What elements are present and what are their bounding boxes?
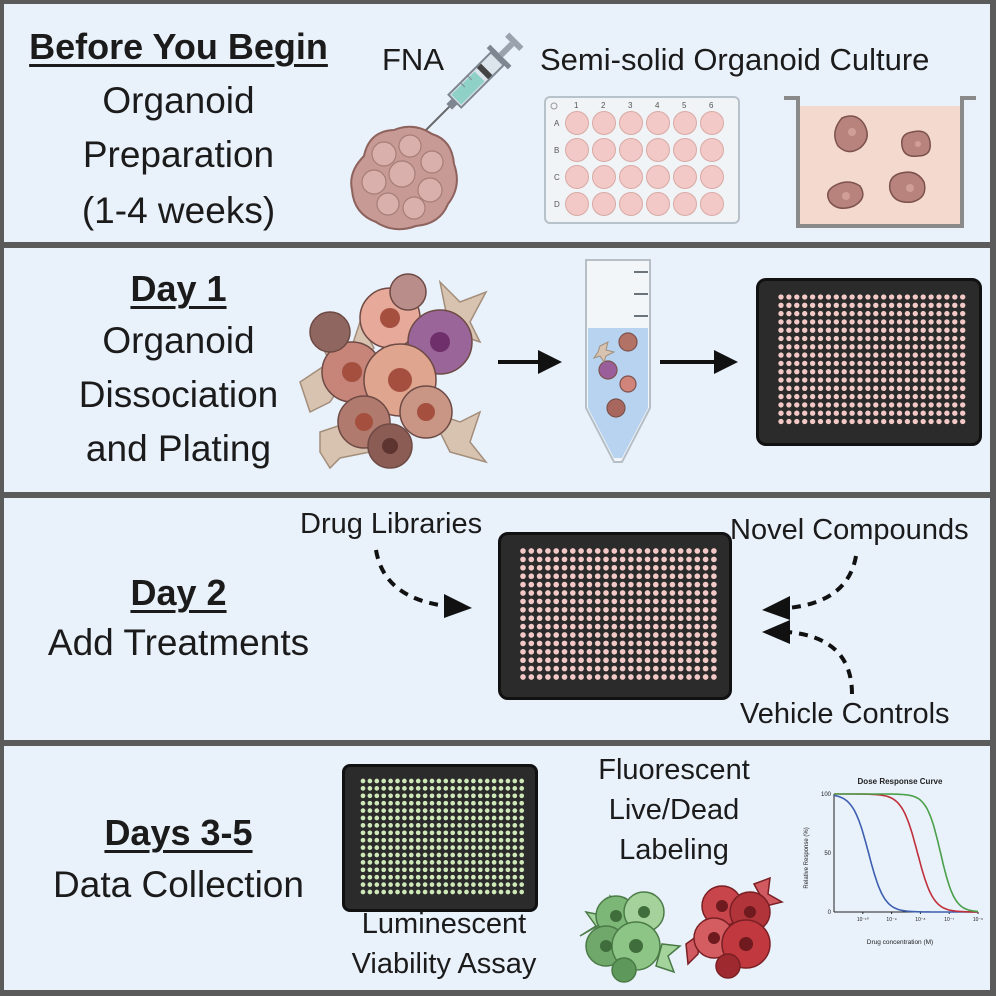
- 384-well-plate-green: [342, 764, 538, 912]
- well: [673, 138, 697, 162]
- well: [673, 192, 697, 216]
- x-tick-label: 10⁻¹⁰: [857, 917, 869, 923]
- luminescent-label-2: Viability Assay: [351, 948, 537, 980]
- well: [592, 138, 616, 162]
- well: [619, 138, 643, 162]
- vehicle-controls-label: Vehicle Controls: [740, 698, 950, 730]
- x-axis-label: Drug concentration (M): [867, 939, 933, 946]
- well: [565, 192, 589, 216]
- organoid-icon: [350, 125, 458, 231]
- plate-col-label: 4: [655, 101, 660, 110]
- plate-row-label: D: [554, 200, 560, 209]
- panel-before-you-begin: Before You Begin Organoid Preparation (1…: [4, 4, 990, 242]
- series-line-1: [833, 794, 978, 913]
- fluorescent-label-1: Fluorescent: [598, 754, 750, 786]
- conical-tube-icon: [585, 259, 651, 463]
- fna-label: FNA: [382, 42, 444, 77]
- y-axis-label: Relative Response (%): [804, 827, 810, 888]
- plate-col-label: 6: [709, 101, 714, 110]
- syringe-icon: [422, 32, 524, 134]
- panel-line-2: Preparation: [82, 134, 275, 175]
- well-grid: [520, 548, 717, 680]
- drug-libraries-label: Drug Libraries: [300, 508, 483, 540]
- well: [592, 165, 616, 189]
- well: [565, 165, 589, 189]
- well: [646, 192, 670, 216]
- plate-col-label: 5: [682, 101, 687, 110]
- 384-well-plate: [756, 278, 982, 446]
- panel-days-3-5: Days 3-5 Data Collection Luminescent Via…: [4, 746, 990, 990]
- well: [673, 165, 697, 189]
- panel-day-1: Day 1 Organoid Dissociation and Plating: [4, 248, 990, 492]
- well: [700, 192, 724, 216]
- plate-col-label: 2: [601, 101, 606, 110]
- dashed-arrow-icon: [762, 555, 858, 620]
- dose-response-chart: Dose Response Curve Relative Response (%…: [804, 777, 983, 946]
- series-line-3: [834, 793, 979, 913]
- y-tick-label: 100: [821, 792, 832, 798]
- plate-col-label: 3: [628, 101, 633, 110]
- arrow-right-icon: [498, 350, 562, 374]
- panel-line-1: Data Collection: [53, 864, 304, 905]
- cell-cluster-icon: [299, 273, 489, 470]
- dead-organoid-icon: [685, 876, 784, 979]
- plate-col-label: 1: [574, 101, 579, 110]
- culture-label: Semi-solid Organoid Culture: [540, 42, 930, 77]
- x-tick-label: 10⁻⁸: [915, 917, 925, 923]
- well: [619, 165, 643, 189]
- panel-heading: Days 3-5: [104, 812, 253, 853]
- well: [673, 111, 697, 135]
- panel-line-3: and Plating: [85, 428, 272, 469]
- well: [646, 111, 670, 135]
- fluorescent-label-2: Live/Dead: [608, 794, 740, 826]
- culture-dish: [784, 96, 976, 228]
- well: [565, 138, 589, 162]
- well: [646, 138, 670, 162]
- x-tick-label: 10⁻⁷: [944, 917, 954, 923]
- well: [565, 111, 589, 135]
- well-grid: [360, 778, 525, 895]
- panel-line-1: Organoid: [102, 320, 255, 361]
- panel-day-2: Day 2 Add Treatments Drug Libraries Nove…: [4, 498, 990, 740]
- panel-line-3: (1-4 weeks): [81, 190, 276, 231]
- panel-heading: Day 1: [130, 268, 227, 309]
- well-grid: [778, 294, 966, 425]
- luminescent-label-1: Luminescent: [361, 908, 527, 940]
- well: [700, 165, 724, 189]
- panel-line-1: Organoid: [102, 80, 255, 121]
- plate-row-label: A: [554, 119, 560, 128]
- arrow-right-icon: [660, 350, 738, 374]
- 24-well-plate: 1 2 3 4 5 6 A B C D: [544, 96, 740, 224]
- 384-well-plate: [498, 532, 732, 700]
- chart-title: Dose Response Curve: [858, 777, 943, 786]
- panel-heading: Before You Begin: [29, 26, 328, 67]
- plate-row-label: C: [554, 173, 560, 182]
- panel-line-2: Dissociation: [78, 374, 279, 415]
- well: [619, 111, 643, 135]
- fluorescent-label-3: Labeling: [619, 834, 729, 866]
- x-tick-label: 10⁻⁶: [973, 917, 983, 923]
- panel-heading: Day 2: [130, 572, 227, 613]
- y-tick-label: 0: [828, 910, 832, 916]
- well: [592, 111, 616, 135]
- dashed-arrow-icon: [374, 549, 472, 618]
- well: [700, 138, 724, 162]
- well: [646, 165, 670, 189]
- x-tick-label: 10⁻⁹: [886, 917, 896, 923]
- live-organoid-icon: [579, 891, 682, 983]
- dashed-arrow-icon: [762, 620, 854, 695]
- y-tick-label: 50: [824, 851, 831, 857]
- well: [592, 192, 616, 216]
- well: [619, 192, 643, 216]
- plate-row-label: B: [554, 146, 559, 155]
- well: [700, 111, 724, 135]
- novel-compounds-label: Novel Compounds: [730, 514, 969, 546]
- panel-line-1: Add Treatments: [47, 622, 310, 663]
